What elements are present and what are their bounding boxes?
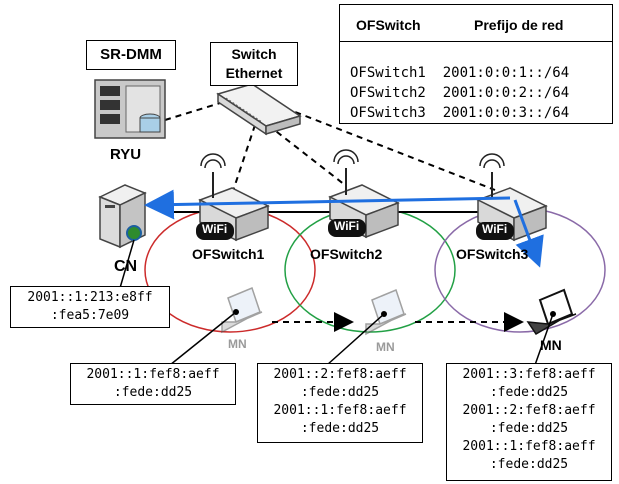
controller-name: SR-DMM bbox=[100, 46, 162, 63]
cn-address-line1: 2001::1:213:e8ff bbox=[27, 290, 153, 305]
ofswitch1-label: OFSwitch1 bbox=[192, 246, 265, 262]
mn3-address-line: 2001::2:fef8:aeff bbox=[462, 403, 596, 418]
table-row: OFSwitch3 2001:0:0:3::/64 bbox=[350, 105, 570, 121]
wifi-badge-2: WiFi bbox=[334, 219, 360, 233]
link-switch-ofs1 bbox=[229, 124, 256, 201]
mn3-address-line: 2001::3:fef8:aeff bbox=[462, 367, 596, 382]
mn3-label: MN bbox=[540, 337, 562, 353]
table-row: OFSwitch1 2001:0:0:1::/64 bbox=[350, 65, 570, 81]
mn2-address-line: :fede:dd25 bbox=[300, 385, 380, 400]
mn3-address-line: :fede:dd25 bbox=[489, 385, 569, 400]
mn3-address-line: :fede:dd25 bbox=[489, 421, 569, 436]
switch-ethernet-box: Switch Ethernet bbox=[210, 42, 298, 86]
mn1-laptop-icon bbox=[221, 286, 263, 334]
flow-arrow-to-mn3 bbox=[513, 199, 544, 268]
mn1-address-line: :fede:dd25 bbox=[113, 385, 193, 400]
mn2-address-line: 2001::1:fef8:aeff bbox=[273, 403, 407, 418]
mn3-address-box: 2001::3:fef8:aeff :fede:dd25 2001::2:fef… bbox=[446, 363, 612, 481]
link-switch-ofs3 bbox=[284, 107, 496, 191]
prefix-table: OFSwitch Prefijo de red OFSwitch1 2001:0… bbox=[339, 4, 613, 124]
cn-address-box: 2001::1:213:e8ff :fea5:7e09 bbox=[10, 286, 170, 328]
mn3-pointer-line bbox=[534, 313, 554, 366]
ofswitch3-label: OFSwitch3 bbox=[456, 246, 529, 262]
cn-pointer-line bbox=[119, 239, 135, 289]
table-header-ofswitch: OFSwitch bbox=[356, 17, 421, 33]
mn2-label: MN bbox=[376, 340, 395, 354]
table-row: OFSwitch2 2001:0:0:2::/64 bbox=[350, 85, 570, 101]
ofswitch2-label: OFSwitch2 bbox=[310, 246, 383, 262]
cn-label: CN bbox=[114, 258, 138, 275]
ethernet-switch-icon bbox=[216, 83, 302, 136]
mn3-address-line: 2001::1:fef8:aeff bbox=[462, 439, 596, 454]
mn2-address-line: 2001::2:fef8:aeff bbox=[273, 367, 407, 382]
wifi-badge-3: WiFi bbox=[482, 222, 508, 236]
wifi-badge-1: WiFi bbox=[202, 222, 228, 236]
mn2-address-box: 2001::2:fef8:aeff :fede:dd25 2001::1:fef… bbox=[257, 363, 423, 443]
cn-address-line2: :fea5:7e09 bbox=[50, 308, 130, 323]
ofswitch1-router-icon bbox=[196, 153, 270, 242]
table-header-divider bbox=[340, 41, 612, 42]
switch-ethernet-line1: Switch bbox=[231, 46, 277, 62]
ofswitch3-router-icon bbox=[476, 153, 548, 242]
mn3-laptop-icon bbox=[526, 288, 577, 336]
controller-name-box: SR-DMM bbox=[86, 40, 176, 70]
mn2-address-line: :fede:dd25 bbox=[300, 421, 380, 436]
controller-platform-label: RYU bbox=[110, 146, 142, 163]
link-switch-ofs2 bbox=[267, 124, 346, 186]
mn1-address-box: 2001::1:fef8:aeff :fede:dd25 bbox=[70, 363, 236, 405]
switch-ethernet-line2: Ethernet bbox=[225, 65, 283, 81]
cn-computer-icon bbox=[98, 184, 147, 249]
mn1-address-line: 2001::1:fef8:aeff bbox=[86, 367, 220, 382]
flow-arrow-to-cn bbox=[144, 189, 511, 220]
mn1-label: MN bbox=[228, 337, 247, 351]
mn1-pointer-line bbox=[169, 311, 237, 366]
mn2-laptop-icon bbox=[365, 288, 407, 336]
table-header-prefix: Prefijo de red bbox=[474, 17, 564, 33]
mn3-address-line: :fede:dd25 bbox=[489, 457, 569, 472]
controller-server-icon bbox=[94, 79, 166, 139]
mn2-pointer-line bbox=[326, 313, 385, 366]
